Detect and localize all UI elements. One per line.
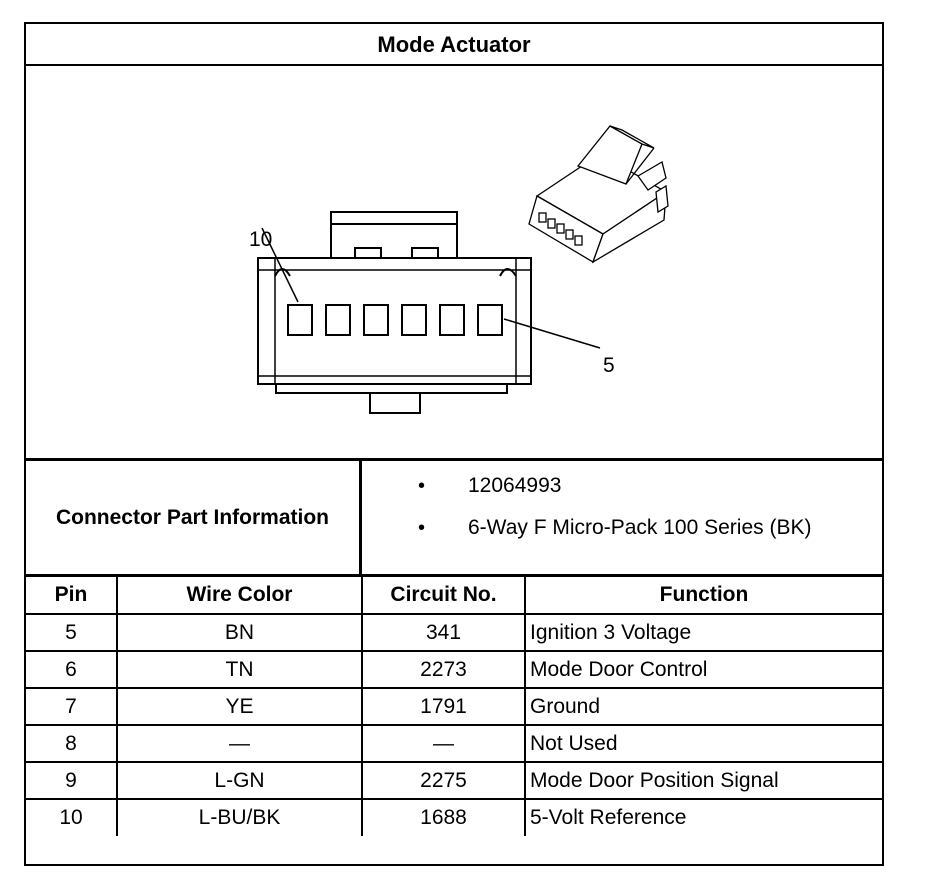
table-row: 9 L-GN 2275 Mode Door Position Signal [26, 761, 882, 800]
function-cell: Mode Door Control [524, 650, 882, 689]
table-row: 8 — — Not Used [26, 724, 882, 763]
table-row: 7 YE 1791 Ground [26, 687, 882, 726]
table-row: 6 TN 2273 Mode Door Control [26, 650, 882, 689]
circuit-cell: — [361, 724, 526, 763]
connector-part-list: • 12064993 • 6-Way F Micro-Pack 100 Seri… [362, 461, 882, 574]
wire-color-cell: YE [116, 687, 363, 726]
connector-drawing: 10 5 [249, 125, 669, 414]
connector-illustration: 10 5 [26, 66, 882, 461]
wire-color-cell: L-BU/BK [116, 798, 363, 836]
circuit-cell: 1791 [361, 687, 526, 726]
connector-sheet: Mode Actuator [24, 22, 884, 866]
wire-color-cell: — [116, 724, 363, 763]
function-cell: Mode Door Position Signal [524, 761, 882, 800]
bullet-icon: • [418, 475, 426, 497]
function-cell: Ground [524, 687, 882, 726]
callout-pin-10: 10 [249, 228, 272, 251]
page-title: Mode Actuator [26, 24, 882, 66]
part-description: 6-Way F Micro-Pack 100 Series (BK) [468, 516, 812, 539]
callout-pin-5: 5 [603, 354, 615, 377]
wire-color-cell: L-GN [116, 761, 363, 800]
pin-cell: 7 [26, 687, 118, 726]
function-cell: 5-Volt Reference [524, 798, 882, 836]
wire-color-cell: TN [116, 650, 363, 689]
pin-cell: 10 [26, 798, 118, 836]
wire-color-cell: BN [116, 613, 363, 652]
circuit-cell: 2273 [361, 650, 526, 689]
circuit-cell: 1688 [361, 798, 526, 836]
table-row: 10 L-BU/BK 1688 5-Volt Reference [26, 798, 882, 836]
table-row: 5 BN 341 Ignition 3 Voltage [26, 613, 882, 652]
pin-cell: 5 [26, 613, 118, 652]
pinout-table: Pin Wire Color Circuit No. Function 5 BN… [26, 577, 882, 836]
header-wire-color: Wire Color [116, 577, 363, 615]
connector-part-label: Connector Part Information [26, 461, 362, 574]
table-header-row: Pin Wire Color Circuit No. Function [26, 577, 882, 615]
pin-cell: 6 [26, 650, 118, 689]
circuit-cell: 2275 [361, 761, 526, 800]
header-pin: Pin [26, 577, 118, 615]
connector-part-information: Connector Part Information • 12064993 • … [26, 461, 882, 577]
function-cell: Not Used [524, 724, 882, 763]
function-cell: Ignition 3 Voltage [524, 613, 882, 652]
bullet-icon: • [418, 517, 426, 539]
part-number: 12064993 [468, 474, 562, 497]
circuit-cell: 341 [361, 613, 526, 652]
header-circuit-no: Circuit No. [361, 577, 526, 615]
pin-cell: 9 [26, 761, 118, 800]
header-function: Function [524, 577, 882, 615]
pin-cell: 8 [26, 724, 118, 763]
